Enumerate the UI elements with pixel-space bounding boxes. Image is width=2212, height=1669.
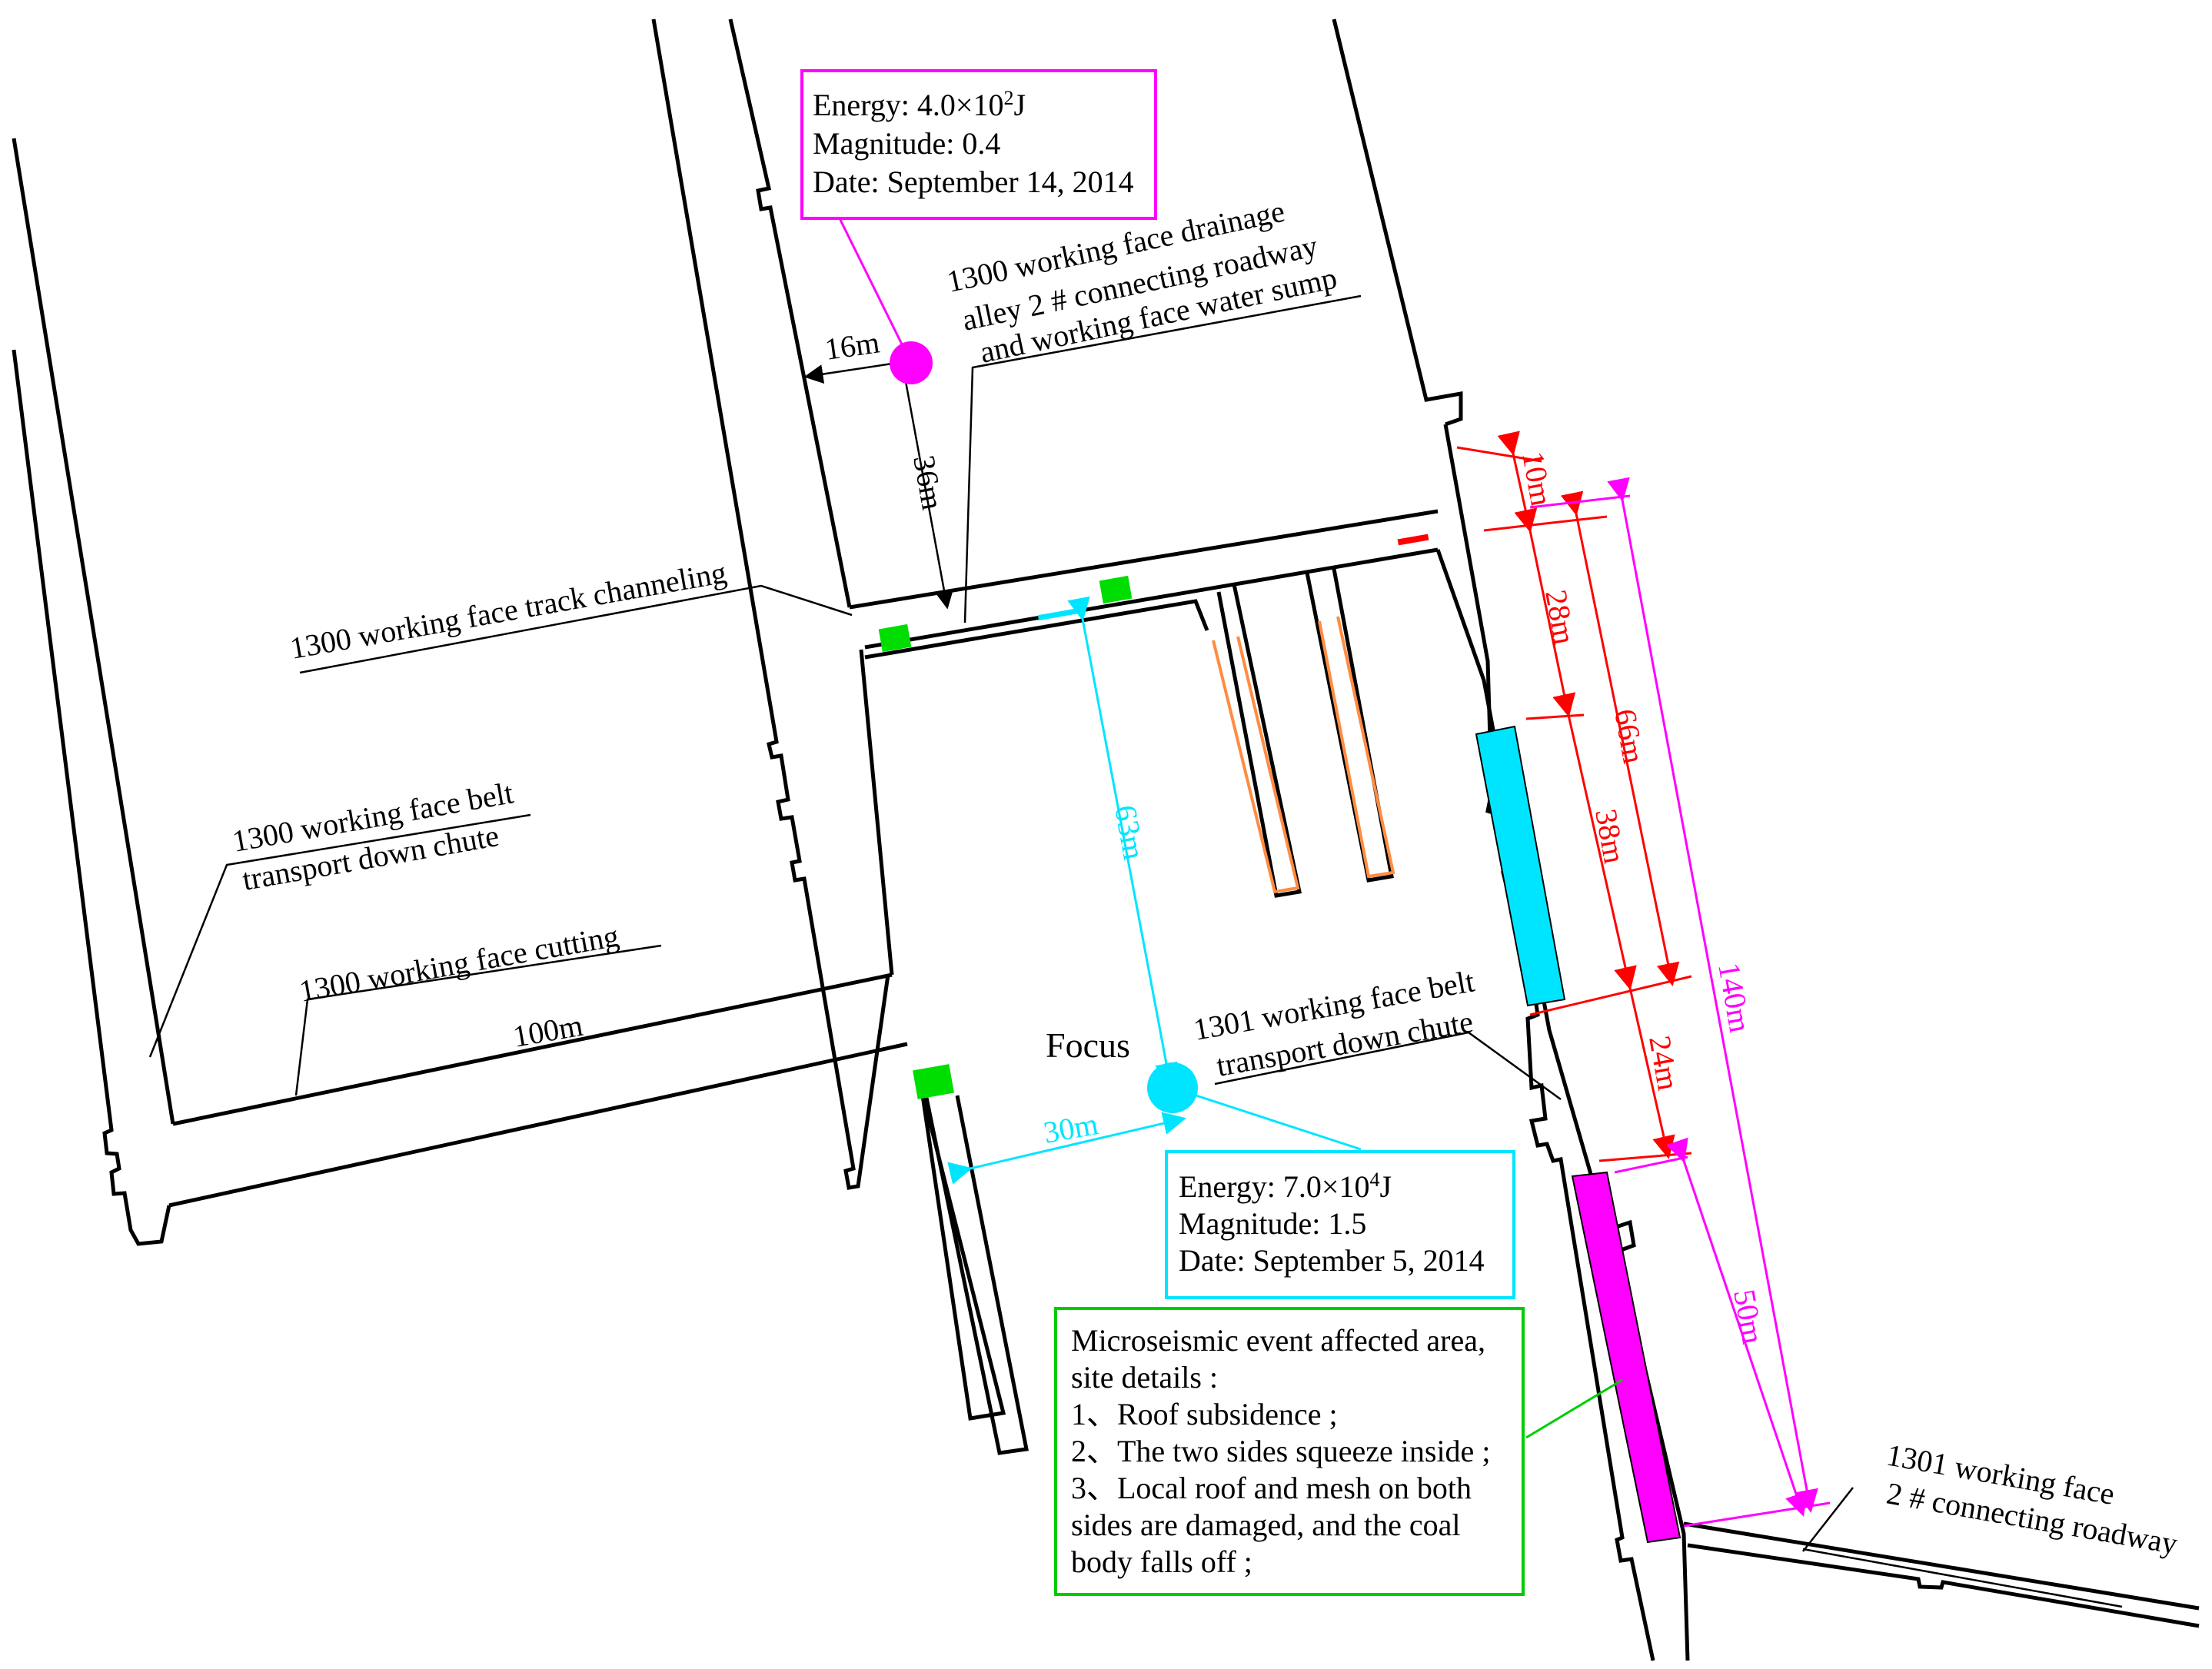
label-focus: Focus [1046,1026,1130,1065]
roadway-walls [12,18,2200,1661]
affected-area-line-5: 3、Local roof and mesh on both [1071,1471,1472,1505]
roadway-track-top-wall [864,547,1439,650]
affected-area-line-3: 1、Roof subsidence ; [1071,1397,1338,1431]
dim-30m-text: 30m [1041,1106,1101,1150]
event-box-magenta-frame [800,69,1157,220]
dim-36m-text: 36m [906,453,950,513]
affected-area-line-7: body falls off ; [1071,1544,1252,1579]
cyan-dimensions [947,596,1186,1185]
dim-63m-text: 63m [1108,803,1152,863]
event-1-energy: Energy: 4.0×102J [813,87,1026,122]
event-2-date: Date: September 5, 2014 [1179,1243,1485,1278]
event-1-date: Date: September 14, 2014 [813,165,1134,199]
roadway-1300-belt-outer-wall [12,349,171,1246]
event-box-cyan: Energy: 7.0×104J Magnitude: 1.5 Date: Se… [1165,1150,1515,1299]
magenta-event-leader [837,214,913,364]
dim-66m-text: 66m [1608,706,1652,766]
dim-36m-line [902,368,954,610]
dim-140m-line [1607,477,1818,1513]
green-area-leader [1525,1378,1623,1439]
dim-50m-line [1666,1137,1808,1517]
affected-area-line-1: Microseismic event affected area, [1071,1323,1485,1358]
affected-area-frame [1054,1307,1525,1596]
track-label-leader [299,584,853,674]
roadway-drainage-left-wall [728,18,852,608]
roadway-1300-belt-inner-wall [12,138,175,1125]
roadway-central-left-outer-wall [651,18,890,1190]
dim-63m-line [1067,596,1178,1086]
dim-100m-text: 100m [511,1008,586,1054]
label-cutting: 1300 working face cutting [297,918,621,1008]
label-track-channeling: 1300 working face track channeling [288,555,729,666]
dim-28m-text: 28m [1538,587,1582,647]
roadway-1301-conn-bottom-wall [1687,1543,2200,1628]
event-box-cyan-frame [1165,1150,1515,1299]
event-2-magnitude: Magnitude: 1.5 [1179,1206,1366,1241]
event-1-magnitude: Magnitude: 0.4 [813,126,1000,161]
conn1301-label-leader [1802,1548,2123,1608]
dim-24m-text: 24m [1642,1033,1686,1093]
dim-38m-text: 38m [1588,806,1632,866]
green-marker-1 [878,623,912,653]
orange-stub-1 [1212,636,1300,894]
stub-2 [1305,568,1394,883]
conn1301-label-leader-2 [1802,1487,1854,1552]
roadway-cutting-top-wall [172,972,893,1126]
dim-30m-line [947,1112,1186,1185]
magenta-dimensions [1529,477,1831,1528]
roadway-central-right-lower-wall [859,649,894,976]
cutting-label-leader [294,944,662,1096]
green-marker-3 [913,1064,954,1099]
affected-area-line-6: sides are damaged, and the coal [1071,1508,1460,1542]
green-marker-2 [1099,575,1133,604]
mag-ext-2 [1683,1501,1831,1528]
orange-stub-2 [1318,616,1395,879]
cyan-zone [1475,725,1566,1007]
dim-16m-text: 16m [823,324,882,366]
dim-10m-text: 10m [1515,449,1559,509]
event-box-magenta: Energy: 4.0×102J Magnitude: 0.4 Date: Se… [800,69,1157,220]
affected-area-box: Microseismic event affected area, site d… [1054,1307,1525,1596]
roadway-track-bottom-wall [864,599,1209,660]
roadway-drainage-right-wall [1332,18,1463,427]
affected-area-line-4: 2、The two sides squeeze inside ; [1071,1434,1490,1468]
magenta-zone [1571,1171,1681,1544]
cyan-tick [1037,607,1085,621]
stub-1 [1216,583,1302,898]
roadway-lower-left-wall [924,1095,1029,1455]
cyan-event-leader [1172,1086,1362,1151]
roadway-cutting-bottom-wall [168,1042,908,1208]
belt1301-label-leader [1214,1031,1562,1101]
orange-stubs [1212,616,1395,894]
affected-area-line-2: site details : [1071,1360,1218,1395]
belt1300-label-leader [148,813,531,1058]
label-leaders [148,294,2123,1608]
red-ext-3 [1525,713,1585,720]
red-ext-2 [1483,515,1608,532]
red-tick-1 [1397,534,1429,546]
dim-50m-text: 50m [1727,1287,1771,1347]
roadway-central-right-lower-wall-2 [920,1092,1006,1421]
roadway-1301-conn-top-wall [1683,1521,2200,1611]
drainage-label-leader [963,294,1362,623]
event-2-energy: Energy: 7.0×104J [1179,1169,1392,1204]
dim-140m-text: 140m [1711,960,1758,1036]
